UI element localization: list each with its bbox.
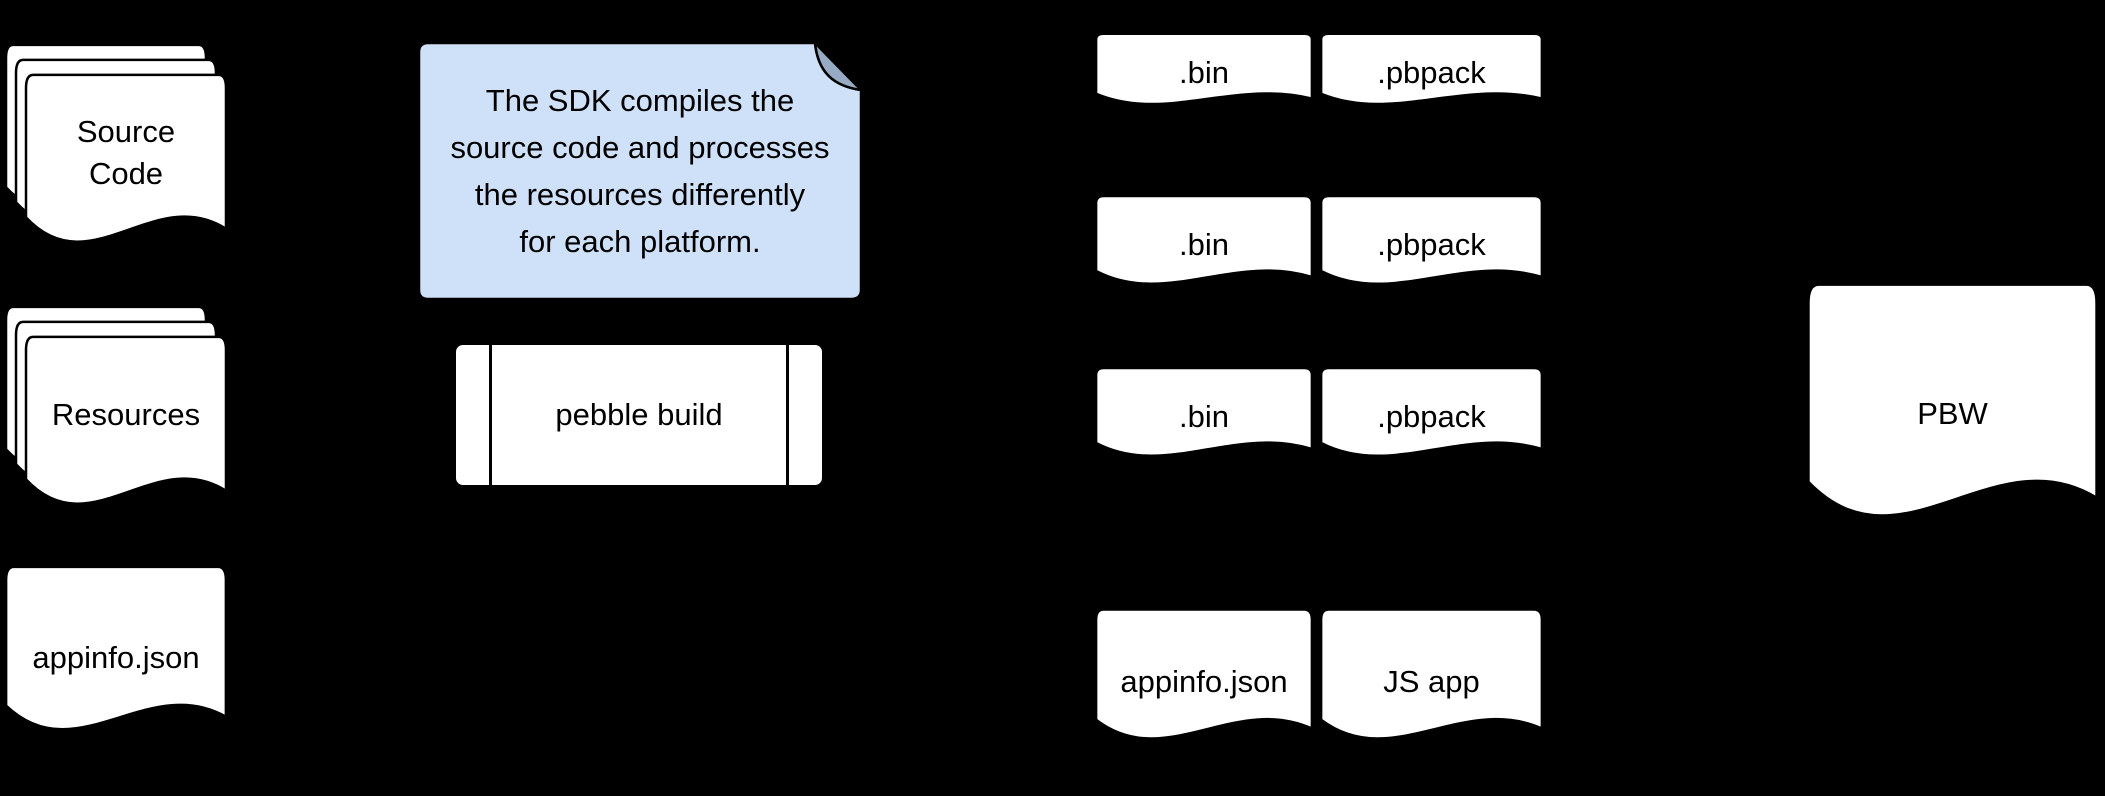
js-app-doc: JS app — [1319, 607, 1544, 755]
pbw-doc: PBW — [1807, 282, 2098, 545]
appinfo-json-label: appinfo.json — [32, 639, 200, 675]
process-right-bar — [786, 345, 789, 485]
resources-label: Resources — [51, 397, 201, 432]
appinfo-json-doc: appinfo.json — [5, 565, 227, 750]
pbpack-doc: .pbpack — [1319, 194, 1544, 295]
bin-doc: .bin — [1094, 32, 1314, 113]
pbpack-label: .pbpack — [1377, 399, 1486, 434]
note-shape — [417, 41, 863, 301]
source-code-label: Source Code — [76, 114, 176, 191]
bin-doc: .bin — [1094, 194, 1314, 295]
pbpack-doc: .pbpack — [1319, 366, 1544, 467]
appinfo-json-output-doc: appinfo.json — [1094, 607, 1314, 755]
pbpack-label: .pbpack — [1377, 55, 1486, 90]
js-app-label: JS app — [1383, 663, 1480, 699]
sdk-note: The SDK compiles the source code and pro… — [417, 41, 863, 301]
note-fold-corner — [813, 41, 863, 92]
bin-doc: .bin — [1094, 366, 1314, 467]
pebble-build-process: pebble build — [453, 342, 825, 488]
pbpack-doc: .pbpack — [1319, 32, 1544, 113]
process-left-bar — [489, 345, 492, 485]
note-text: The SDK compiles the source code and pro… — [450, 83, 830, 259]
bin-label: .bin — [1179, 399, 1229, 434]
bin-label: .bin — [1179, 227, 1229, 262]
appinfo-json-output-label: appinfo.json — [1120, 663, 1288, 699]
pbpack-label: .pbpack — [1377, 227, 1486, 262]
bin-label: .bin — [1179, 55, 1229, 90]
pbw-label: PBW — [1917, 395, 1988, 431]
resources-docs: Resources — [5, 305, 227, 525]
pebble-build-label: pebble build — [555, 397, 723, 432]
source-code-docs: Source Code — [5, 43, 227, 263]
